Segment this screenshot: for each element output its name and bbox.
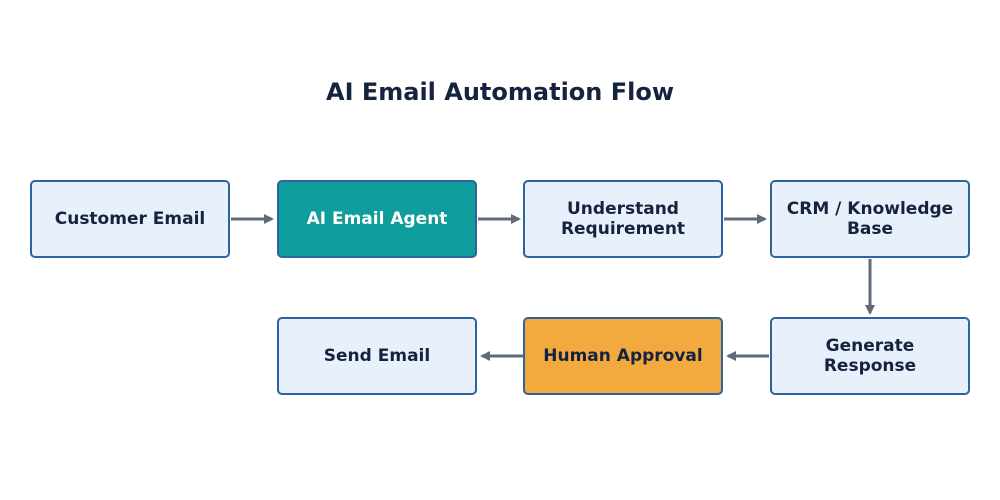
node-understand-requirement: Understand Requirement: [523, 180, 723, 258]
node-generate-response: Generate Response: [770, 317, 970, 395]
diagram-title: AI Email Automation Flow: [326, 78, 674, 106]
node-send-email: Send Email: [277, 317, 477, 395]
node-ai-email-agent: AI Email Agent: [277, 180, 477, 258]
node-customer-email: Customer Email: [30, 180, 230, 258]
node-human-approval: Human Approval: [523, 317, 723, 395]
node-crm-knowledge-base: CRM / Knowledge Base: [770, 180, 970, 258]
